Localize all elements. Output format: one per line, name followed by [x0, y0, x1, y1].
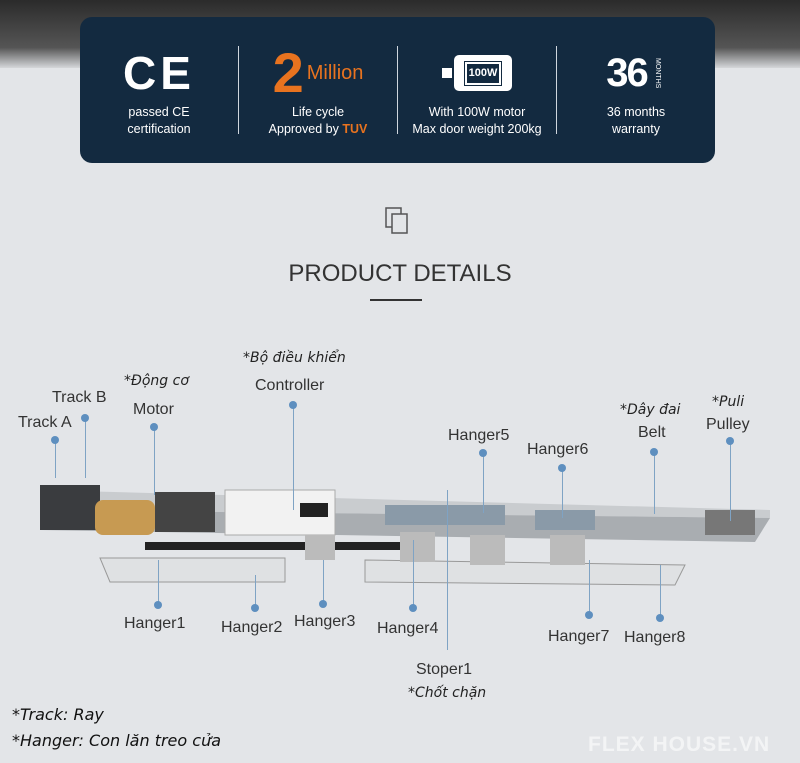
pointer-dot — [650, 448, 658, 456]
pointer-line — [323, 560, 324, 604]
pointer-dot — [479, 449, 487, 457]
hanger3-label: Hanger3 — [294, 613, 356, 630]
pointer-dot — [585, 611, 593, 619]
ce-icon: CE — [123, 47, 195, 99]
pointer-dot — [409, 604, 417, 612]
pointer-line — [730, 441, 731, 521]
door-operator-image — [40, 485, 770, 586]
feature-text: Max door weight 200kg — [412, 122, 542, 136]
pointer-line — [293, 405, 294, 510]
hanger6-label: Hanger6 — [527, 441, 589, 458]
pointer-line — [158, 560, 159, 605]
divider — [238, 46, 239, 134]
pulley-vn-label: *Puli — [712, 394, 745, 410]
note-hanger: *Hanger: Con lăn treo cửa — [12, 731, 222, 750]
pointer-line — [654, 452, 655, 514]
section-title: PRODUCT DETAILS — [288, 260, 512, 287]
pointer-line — [154, 427, 155, 495]
motor-icon: 100W — [398, 42, 556, 104]
hanger1-label: Hanger1 — [124, 615, 186, 632]
feature-text: With 100W motor — [428, 105, 526, 119]
controller-label: Controller — [255, 377, 325, 394]
pointer-line — [660, 565, 661, 618]
track-a-label: Track A — [18, 414, 72, 431]
stoper1-vn-label: *Chốt chặn — [408, 685, 487, 701]
pulley-label: Pulley — [706, 416, 750, 433]
hanger8-label: Hanger8 — [624, 629, 686, 646]
hanger2-label: Hanger2 — [221, 619, 283, 636]
belt-label: Belt — [638, 424, 666, 441]
pointer-dot — [154, 601, 162, 609]
pointer-dot — [51, 436, 59, 444]
divider — [556, 46, 557, 134]
pointer-line — [85, 418, 86, 478]
feature-text: passed CE — [128, 105, 190, 119]
pointer-line — [589, 560, 590, 615]
hanger7-label: Hanger7 — [548, 628, 610, 645]
icon-number: 36 — [606, 50, 648, 95]
feature-text: warranty — [612, 122, 660, 136]
controller-vn-label: *Bộ điều khiển — [243, 350, 346, 366]
pointer-line — [255, 575, 256, 608]
icon-word: Million — [306, 62, 364, 84]
motor-power: 100W — [463, 60, 503, 86]
pointer-line — [447, 490, 448, 650]
pointer-dot — [656, 614, 664, 622]
document-icon — [385, 207, 408, 234]
hanger4-label: Hanger4 — [377, 620, 439, 637]
feature-ce: CE passed CE certification — [80, 42, 238, 138]
title-underline — [370, 299, 422, 301]
icon-unit: MONTHS — [653, 57, 661, 89]
motor-vn-label: *Động cơ — [124, 373, 189, 389]
feature-text: 36 months — [606, 105, 666, 119]
icon-number: 2 — [272, 41, 304, 104]
pointer-dot — [289, 401, 297, 409]
pointer-dot — [558, 464, 566, 472]
warranty-icon: 36 MONTHS — [557, 42, 715, 104]
feature-warranty: 36 MONTHS 36 months warranty — [557, 42, 715, 138]
track-b-label: Track B — [52, 389, 107, 406]
note-track: *Track: Ray — [12, 705, 104, 724]
pointer-line — [483, 453, 484, 513]
pointer-dot — [251, 604, 259, 612]
tuv-brand: TUV — [342, 122, 368, 136]
feature-text: Approved by TUV — [239, 121, 397, 138]
feature-text: certification — [127, 122, 191, 136]
pointer-dot — [319, 600, 327, 608]
stoper1-label: Stoper1 — [416, 661, 473, 678]
pointer-dot — [726, 437, 734, 445]
hanger5-label: Hanger5 — [448, 427, 510, 444]
divider — [397, 46, 398, 134]
pointer-line — [562, 468, 563, 518]
pointer-line — [413, 540, 414, 608]
pointer-dot — [81, 414, 89, 422]
feature-motor: 100W With 100W motor Max door weight 200… — [398, 42, 556, 138]
belt-vn-label: *Dây đai — [620, 402, 681, 418]
approved-text: Approved by — [268, 122, 343, 136]
feature-text: Life cycle — [291, 105, 345, 119]
watermark: FLEX HOUSE.VN — [588, 733, 771, 756]
pointer-dot — [150, 423, 158, 431]
motor-label: Motor — [133, 401, 174, 418]
pointer-line — [55, 440, 56, 478]
